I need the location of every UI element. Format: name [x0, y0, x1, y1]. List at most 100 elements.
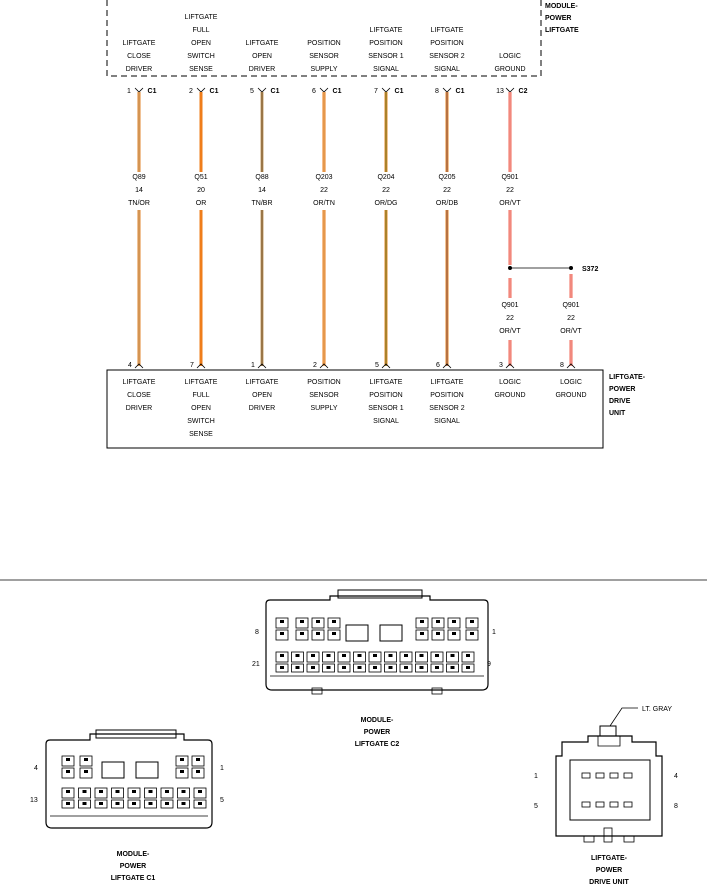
wire-circuit-label: Q203 — [315, 174, 332, 181]
drive-unit-pin-number: 3 — [499, 362, 503, 369]
cavity-terminal — [165, 790, 169, 793]
cavity-terminal — [280, 632, 284, 635]
cavity — [295, 617, 309, 629]
cavity-terminal — [332, 620, 336, 623]
terminal-symbol — [442, 363, 452, 369]
connector-c1-pin-label: 4 — [34, 765, 38, 772]
wire-color-label: OR/DB — [436, 200, 459, 207]
cavity — [461, 651, 475, 663]
cavity — [415, 629, 429, 641]
connector-du-pin-label: 5 — [534, 803, 538, 810]
module-pin-label: SIGNAL — [434, 66, 460, 73]
terminal-symbol — [505, 87, 515, 93]
cavity — [144, 799, 157, 809]
cavity — [337, 663, 351, 673]
connector-c1-pin-label: 13 — [30, 797, 38, 804]
cavity-terminal — [196, 758, 200, 761]
module-connector-id: C1 — [333, 88, 342, 95]
drive-unit-pin-number: 4 — [128, 362, 132, 369]
cavity — [177, 787, 190, 799]
splice-left-circuit: Q901 — [501, 302, 518, 309]
cavity — [177, 799, 190, 809]
connector-c2-view: 8 1 21 9 MODULE- POWER LIFTGATE C2 — [252, 589, 496, 748]
cavity — [160, 799, 174, 809]
drive-unit-pin-label: LOGIC — [499, 379, 521, 386]
cavity-terminal — [435, 666, 439, 669]
module-pin-label: LIFTGATE — [123, 40, 156, 47]
cavity — [623, 772, 633, 779]
module-pin-label: OPEN — [191, 40, 211, 47]
cavity — [415, 651, 428, 663]
cavity-terminal — [357, 666, 362, 669]
cavity — [415, 617, 429, 629]
cavity — [461, 663, 475, 673]
cavity-terminal — [180, 758, 184, 761]
drive-unit-pin-number: 8 — [560, 362, 564, 369]
splice-left-gauge: 22 — [506, 315, 514, 322]
connector-c2-key — [379, 624, 403, 642]
terminal-symbol — [257, 87, 267, 93]
module-pin-label: CLOSE — [127, 53, 151, 60]
terminal-symbol — [134, 87, 144, 93]
cavity — [384, 663, 397, 673]
cavity-terminal — [332, 632, 336, 635]
cavity-terminal — [342, 654, 346, 657]
drive-unit-pin-label: LIFTGATE — [246, 379, 279, 386]
splice-right-gauge: 22 — [567, 315, 575, 322]
cavity — [111, 787, 124, 799]
cavity — [127, 799, 141, 809]
cavity-terminal — [404, 654, 408, 657]
drive-unit-pin-label: LIFTGATE — [431, 379, 464, 386]
module-pin-label: GROUND — [494, 66, 525, 73]
drive-unit-pin-label: SIGNAL — [434, 418, 460, 425]
cavity — [623, 801, 633, 808]
cavity — [399, 651, 413, 663]
cavity-terminal — [466, 654, 470, 657]
module-pin-label: SWITCH — [187, 53, 215, 60]
cavity — [322, 651, 335, 663]
terminal-symbol — [442, 87, 452, 93]
connector-c1-key — [135, 761, 159, 779]
connector-du-foot — [623, 835, 635, 843]
drive-unit-pin-label: LIFTGATE — [123, 379, 156, 386]
terminal-symbol — [505, 363, 515, 369]
module-pin-label: DRIVER — [126, 66, 152, 73]
connector-c1-title: LIFTGATE C1 — [111, 875, 156, 882]
drive-unit-title: LIFTGATE- POWER DRIVE UNIT — [609, 374, 646, 417]
connector-c2-title: POWER — [364, 729, 390, 736]
cavity-terminal — [311, 666, 315, 669]
cavity — [127, 787, 141, 799]
module-pin-label: POSITION — [307, 40, 340, 47]
module-pin-label: LIFTGATE — [431, 27, 464, 34]
drive-unit-pin-label: SWITCH — [187, 418, 215, 425]
drive-unit-pin-label: OPEN — [191, 405, 211, 412]
module-pin-number: 6 — [312, 88, 316, 95]
cavity-terminal — [99, 802, 103, 805]
cavity — [327, 617, 341, 629]
module-pin-label: POSITION — [369, 40, 402, 47]
wire-color-label: OR/TN — [313, 200, 335, 207]
drive-unit-pin-number: 7 — [190, 362, 194, 369]
wire-circuit-label: Q205 — [438, 174, 455, 181]
terminal-symbol — [319, 87, 329, 93]
drive-unit-title-line: DRIVE — [609, 398, 631, 405]
connector-du-leader — [609, 707, 638, 727]
cavity — [431, 629, 445, 641]
drive-unit-title-line: UNIT — [609, 410, 626, 417]
module-pin-label: LIFTGATE — [185, 14, 218, 21]
cavity — [291, 651, 304, 663]
drive-unit-pin-label: LOGIC — [560, 379, 582, 386]
cavity-terminal — [66, 802, 70, 805]
cavity — [353, 651, 366, 663]
module-pin-label: SIGNAL — [373, 66, 399, 73]
cavity — [609, 801, 619, 808]
terminal-symbol — [381, 87, 391, 93]
cavity — [447, 617, 461, 629]
module-title: MODULE- POWER LIFTGATE — [545, 3, 579, 34]
drive-unit-pin-number: 2 — [313, 362, 317, 369]
drive-unit-box — [106, 369, 604, 449]
module-title-line: MODULE- — [545, 3, 578, 10]
drive-unit-pin-label: POSITION — [430, 392, 463, 399]
connector-du-title: POWER — [596, 867, 622, 874]
wire-color-label: OR — [196, 200, 207, 207]
